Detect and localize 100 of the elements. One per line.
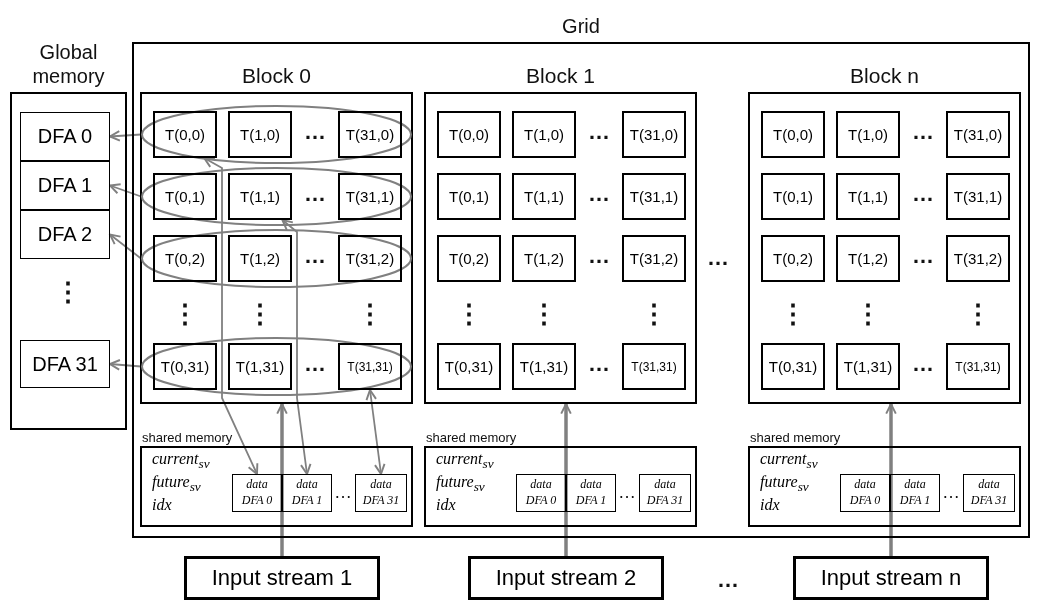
arrow xyxy=(560,403,572,556)
ellipsis: … xyxy=(304,120,326,143)
arrow xyxy=(885,403,897,556)
thread-box: T(1,1) xyxy=(512,173,576,220)
thread-box: T(0,1) xyxy=(761,173,825,220)
arrow xyxy=(109,359,142,371)
thread-box: T(0,31) xyxy=(437,343,501,390)
data-slot: data DFA 31 xyxy=(355,474,407,512)
input-stream-box: Input stream n xyxy=(793,556,989,600)
vertical-ellipsis: ⋮ xyxy=(965,301,991,327)
panel-title: Grid xyxy=(561,14,601,39)
thread-group-ellipse xyxy=(141,105,412,164)
ellipsis: … xyxy=(618,483,636,501)
thread-box: T(0,1) xyxy=(153,173,217,220)
thread-box: T(31,1) xyxy=(946,173,1010,220)
input-stream-box: Input stream 2 xyxy=(468,556,664,600)
panel-title: shared memory xyxy=(426,430,518,448)
variable-name: current$_{sv}$ xyxy=(436,450,494,473)
ellipsis: … xyxy=(304,352,326,375)
ellipsis: … xyxy=(588,182,610,205)
ellipsis: … xyxy=(304,244,326,267)
vertical-ellipsis: ⋮ xyxy=(172,301,198,327)
ellipsis: … xyxy=(304,182,326,205)
vertical-ellipsis: ⋮ xyxy=(641,301,667,327)
variable-name: idx xyxy=(436,496,456,514)
vertical-ellipsis: ⋮ xyxy=(780,301,806,327)
variable-name: idx xyxy=(760,496,780,514)
arrow xyxy=(203,157,259,475)
thread-box: T(1,1) xyxy=(228,173,292,220)
memory-slot: DFA 0 xyxy=(20,112,110,161)
thread-box: T(1,2) xyxy=(512,235,576,282)
variable-name: future$_{sv}$ xyxy=(436,473,485,496)
thread-box: T(31,0) xyxy=(946,111,1010,158)
ellipsis: … xyxy=(588,120,610,143)
data-slot: data DFA 0 xyxy=(840,474,890,512)
variable-name: idx xyxy=(152,496,172,514)
thread-box: T(31,2) xyxy=(622,235,686,282)
vertical-ellipsis: ⋮ xyxy=(247,301,273,327)
variable-name: current$_{sv}$ xyxy=(152,450,210,473)
thread-box: T(1,0) xyxy=(228,111,292,158)
vertical-ellipsis: ⋮ xyxy=(456,301,482,327)
variable-name: future$_{sv}$ xyxy=(760,473,809,496)
thread-box: T(31,1) xyxy=(622,173,686,220)
data-slot: data DFA 0 xyxy=(516,474,566,512)
ellipsis: … xyxy=(717,569,739,591)
thread-group-ellipse xyxy=(141,229,412,288)
thread-box: T(0,2) xyxy=(761,235,825,282)
thread-box: T(0,2) xyxy=(437,235,501,282)
panel-title: shared memory xyxy=(750,430,842,448)
thread-box: T(31,0) xyxy=(338,111,402,158)
thread-box: T(31,2) xyxy=(946,235,1010,282)
ellipsis: … xyxy=(588,352,610,375)
variable-name: future$_{sv}$ xyxy=(152,473,201,496)
ellipsis: … xyxy=(912,244,934,267)
memory-slot: DFA 2 xyxy=(20,210,110,259)
thread-box: T(0,0) xyxy=(153,111,217,158)
data-slot: data DFA 31 xyxy=(639,474,691,512)
memory-slot: DFA 31 xyxy=(20,340,110,388)
arrow xyxy=(109,130,142,142)
arrow xyxy=(365,389,386,475)
data-slot: data DFA 0 xyxy=(232,474,282,512)
thread-box: T(1,31) xyxy=(228,343,292,390)
memory-slot: DFA 1 xyxy=(20,161,110,210)
ellipsis: … xyxy=(942,483,960,501)
panel-title: Global memory xyxy=(31,40,106,89)
thread-box: T(1,31) xyxy=(512,343,576,390)
thread-box: T(0,2) xyxy=(153,235,217,282)
thread-box: T(0,31) xyxy=(761,343,825,390)
thread-box: T(1,2) xyxy=(228,235,292,282)
data-slot: data DFA 1 xyxy=(890,474,940,512)
thread-box: T(31,31) xyxy=(622,343,686,390)
arrow xyxy=(281,219,312,475)
arrow xyxy=(276,403,288,556)
thread-box: T(1,1) xyxy=(836,173,900,220)
thread-box: T(0,0) xyxy=(437,111,501,158)
vertical-ellipsis: ⋮ xyxy=(55,279,81,305)
thread-box: T(1,31) xyxy=(836,343,900,390)
thread-box: T(0,31) xyxy=(153,343,217,390)
thread-box: T(31,31) xyxy=(946,343,1010,390)
data-slot: data DFA 1 xyxy=(566,474,616,512)
thread-box: T(31,31) xyxy=(338,343,402,390)
vertical-ellipsis: ⋮ xyxy=(531,301,557,327)
ellipsis: … xyxy=(334,483,352,501)
ellipsis: … xyxy=(707,247,729,269)
thread-box: T(1,2) xyxy=(836,235,900,282)
vertical-ellipsis: ⋮ xyxy=(855,301,881,327)
panel-title: Block 1 xyxy=(525,62,596,89)
ellipsis: … xyxy=(588,244,610,267)
ellipsis: … xyxy=(912,352,934,375)
ellipsis: … xyxy=(912,182,934,205)
arrow xyxy=(109,233,142,260)
input-stream-box: Input stream 1 xyxy=(184,556,380,600)
thread-box: T(31,1) xyxy=(338,173,402,220)
thread-box: T(1,0) xyxy=(512,111,576,158)
thread-box: T(31,0) xyxy=(622,111,686,158)
vertical-ellipsis: ⋮ xyxy=(357,301,383,327)
thread-group-ellipse xyxy=(141,337,412,396)
variable-name: current$_{sv}$ xyxy=(760,450,818,473)
thread-box: T(1,0) xyxy=(836,111,900,158)
panel-title: Block n xyxy=(849,62,920,89)
